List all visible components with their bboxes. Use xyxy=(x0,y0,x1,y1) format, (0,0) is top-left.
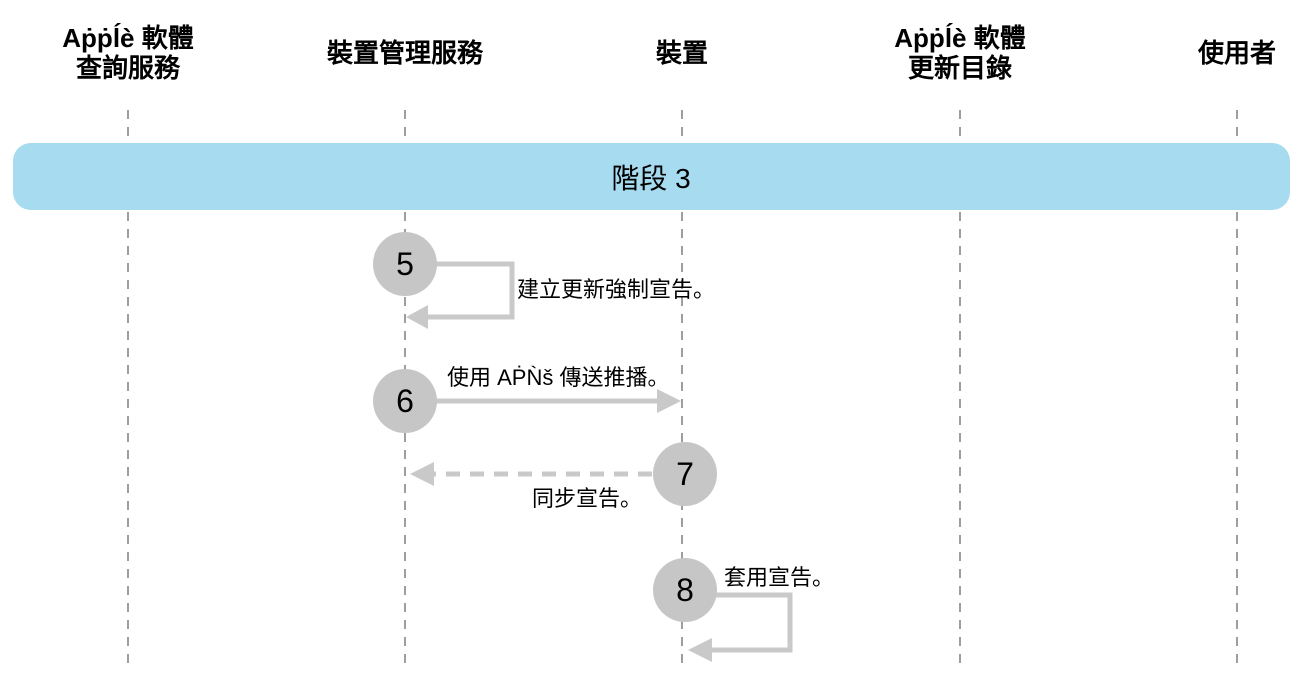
step6-arrowhead-icon xyxy=(657,389,681,413)
step8-circle xyxy=(653,558,717,622)
step5-circle xyxy=(373,232,437,296)
step7-label: 同步宣告。 xyxy=(532,486,643,511)
step5-arrowhead-icon xyxy=(406,305,428,329)
step8-arrowhead-icon xyxy=(688,638,712,662)
actor-device-management-service: 裝置管理服務 xyxy=(326,38,484,68)
step8-self-loop-arrow xyxy=(685,592,793,653)
step7-number: 7 xyxy=(676,456,694,492)
actor-device: 裝置 xyxy=(655,38,709,68)
phase-banner-label: 階段 3 xyxy=(611,162,691,194)
actor-apple-update-catalog: Aṗṗĺè 軟體 更新目錄 xyxy=(894,23,1026,83)
step8-number: 8 xyxy=(676,572,694,608)
actor-apple-lookup-service: Aṗṗĺè 軟體 查詢服務 xyxy=(62,23,194,83)
step6-circle xyxy=(373,369,437,433)
step8-label: 套用宣告。 xyxy=(724,565,835,590)
actor-user: 使用者 xyxy=(1197,38,1277,68)
step5-number: 5 xyxy=(396,246,414,282)
step6-label: 使用 AṖǸš 傳送推播。 xyxy=(447,365,670,390)
step5-self-loop-arrow xyxy=(405,261,515,320)
step5-label: 建立更新強制宣告。 xyxy=(517,277,716,302)
step7-circle xyxy=(653,442,717,506)
step6-number: 6 xyxy=(396,383,414,419)
step7-arrowhead-icon xyxy=(410,462,434,486)
phase-banner xyxy=(13,143,1290,210)
